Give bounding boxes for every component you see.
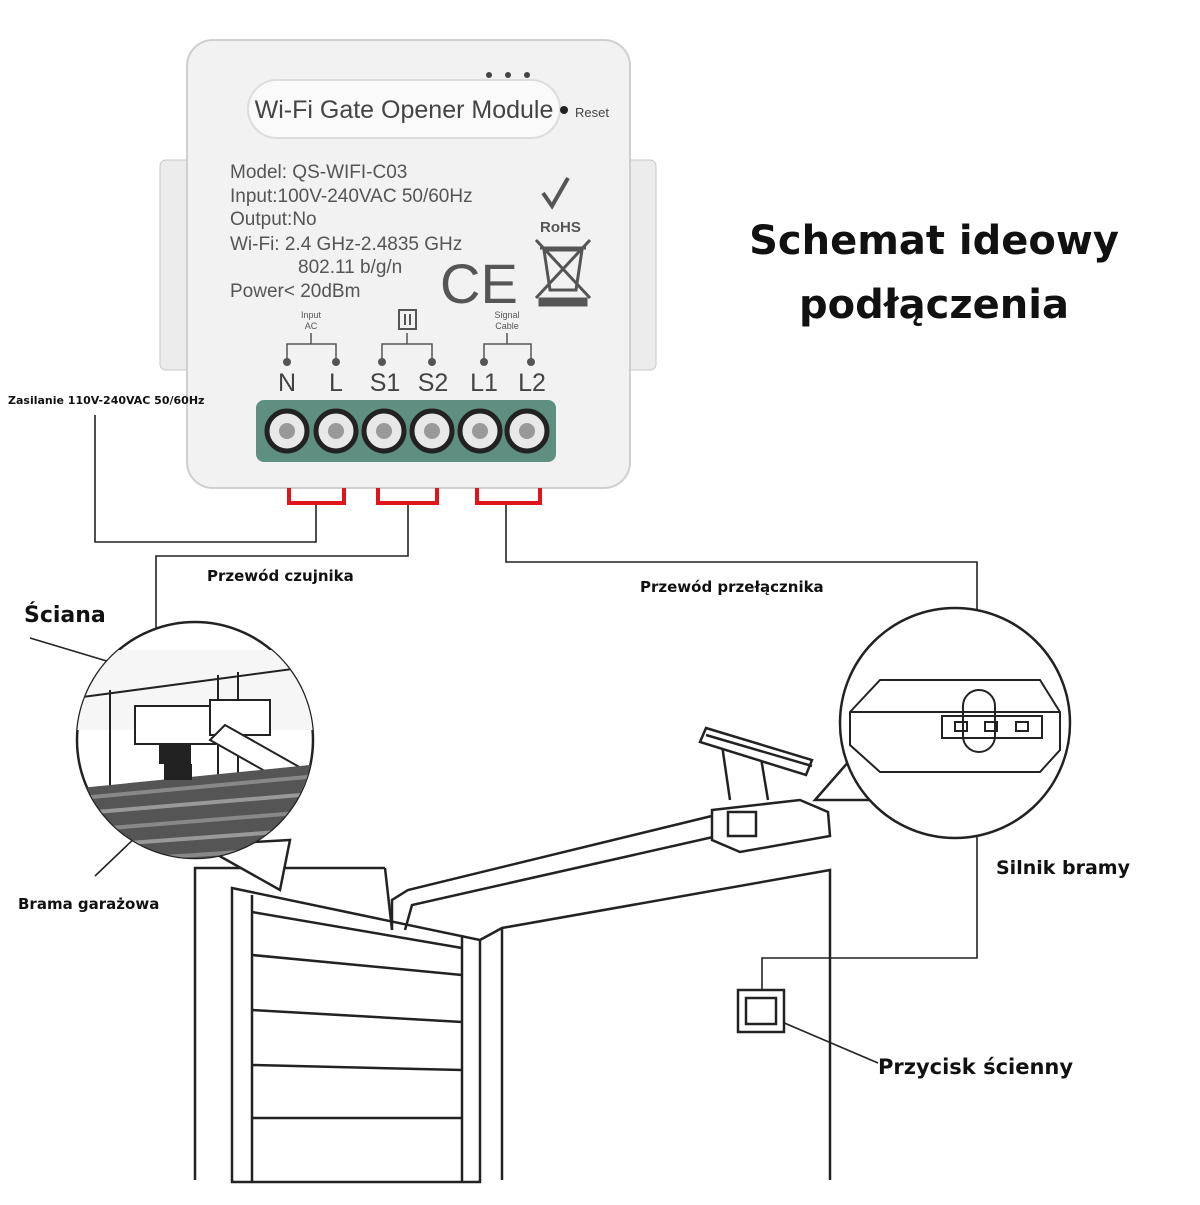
wall-label: Ściana bbox=[24, 602, 106, 628]
sensor-wire-label: Przewód czujnika bbox=[207, 567, 354, 585]
wifi-text: Wi-Fi: 2.4 GHz-2.4835 GHz bbox=[230, 234, 462, 255]
weee-bin-icon bbox=[534, 238, 592, 307]
led-dot bbox=[505, 72, 511, 78]
dry-contact-icon bbox=[398, 309, 417, 330]
model-text: Model: QS-WIFI-C03 bbox=[230, 162, 407, 183]
module-label-plate bbox=[247, 79, 561, 139]
group-cable-label: Cable bbox=[495, 321, 519, 331]
title-line-2: podłączenia bbox=[799, 282, 1069, 328]
wall-button-label: Przycisk ścienny bbox=[878, 1055, 1073, 1079]
module-title: Wi-Fi Gate Opener Module bbox=[255, 96, 554, 124]
garage-drawing bbox=[193, 726, 832, 1184]
led-dot bbox=[486, 72, 492, 78]
terminal-label: S2 bbox=[418, 369, 449, 397]
group-input-label: Input bbox=[301, 310, 322, 320]
terminal-group-lines bbox=[286, 333, 532, 362]
group-signal-label: Signal bbox=[494, 310, 519, 320]
reset-label: Reset bbox=[575, 105, 609, 120]
wifi-module bbox=[159, 39, 657, 489]
gate-motor-label: Silnik bramy bbox=[996, 857, 1131, 879]
motor-zoom-bubble bbox=[812, 606, 1072, 840]
output-text: Output:No bbox=[230, 209, 317, 230]
garage-door-opening bbox=[230, 886, 482, 1184]
switch-wire-label: Przewód przełącznika bbox=[640, 578, 824, 596]
module-body bbox=[186, 39, 631, 489]
terminal-label: L bbox=[329, 369, 343, 397]
red-wires bbox=[287, 488, 542, 505]
terminal-label: L1 bbox=[470, 369, 498, 397]
power-supply-label: Zasilanie 110V-240VAC 50/60Hz bbox=[8, 394, 204, 407]
title-line-1: Schemat ideowy bbox=[749, 218, 1119, 264]
reset-button bbox=[560, 106, 568, 114]
terminal-screws bbox=[264, 408, 550, 454]
garage-door-label: Brama garażowa bbox=[18, 895, 159, 913]
terminal-label: S1 bbox=[370, 369, 401, 397]
rohs-label: RoHS bbox=[540, 219, 581, 236]
group-ac-label: AC bbox=[305, 321, 318, 331]
input-text: Input:100V-240VAC 50/60Hz bbox=[230, 186, 473, 207]
protocol-text: 802.11 b/g/n bbox=[298, 257, 402, 278]
terminal-label: N bbox=[278, 369, 296, 397]
terminal-label: L2 bbox=[518, 369, 546, 397]
check-icon bbox=[541, 177, 570, 210]
wall-zoom-bubble bbox=[75, 620, 315, 892]
led-dot bbox=[524, 72, 530, 78]
ce-mark: CE bbox=[440, 252, 518, 315]
power-text: Power< 20dBm bbox=[230, 281, 360, 302]
